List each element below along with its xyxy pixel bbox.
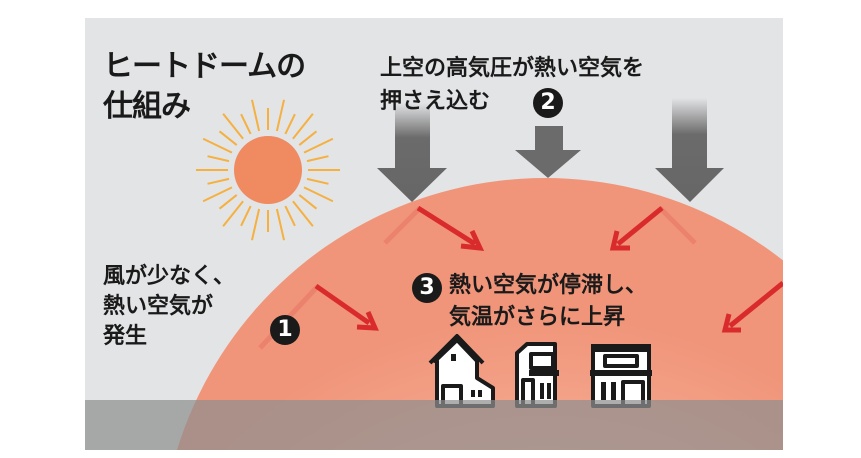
sun-ray — [275, 208, 285, 241]
heat-arrow-icon — [383, 206, 422, 245]
sun-ray — [303, 137, 334, 154]
houses-icon — [428, 334, 652, 408]
arrowhead-icon — [609, 230, 630, 251]
arrowhead-icon — [721, 313, 741, 333]
heat-arrow-icon — [314, 283, 371, 326]
high-pressure-arrows — [377, 98, 724, 202]
sun-ray — [222, 200, 244, 227]
sun-ray — [251, 99, 261, 132]
sun-ray — [202, 186, 233, 203]
heat-arrow-icon — [416, 205, 477, 247]
heat-arrow-icon — [728, 281, 783, 328]
arrowhead-icon — [460, 229, 485, 251]
sun-ray — [218, 194, 238, 210]
step1-badge: 1 — [270, 315, 300, 345]
step1-text-line3: 発生 — [103, 324, 148, 349]
sun-ray — [240, 205, 252, 227]
diagram-title-line1: ヒートドームの — [103, 49, 306, 84]
heat-arrow-icon — [658, 206, 697, 245]
sun-ray — [284, 113, 296, 135]
sun-icon — [196, 99, 340, 241]
diagram-artwork — [85, 98, 783, 450]
sun-ray — [222, 113, 244, 140]
heat-dome-diagram: ヒートドームの 仕組み 上空の高気圧が熱い空気を 押さえ込む 2 風が少なく、 … — [85, 18, 783, 450]
down-arrow-icon — [655, 98, 724, 202]
sun-ray — [292, 113, 314, 140]
step1-text-line2: 熱い空気が — [103, 294, 214, 319]
step3-text-line1: 熱い空気が停滞し、 — [449, 273, 648, 298]
sun-ray — [298, 130, 318, 146]
sun-ray — [275, 99, 285, 132]
step2-text-line1: 上空の高気圧が熱い空気を — [380, 56, 645, 81]
sun-ray — [207, 155, 230, 163]
step3-badge: 3 — [412, 273, 442, 303]
sun-ray — [292, 200, 314, 227]
sun-ray — [303, 186, 334, 203]
sun-ray — [207, 177, 230, 185]
step3-text-line2: 気温がさらに上昇 — [449, 305, 626, 330]
sun-ray — [240, 113, 252, 135]
step1-text-line1: 風が少なく、 — [103, 264, 236, 289]
sun-ray — [284, 205, 296, 227]
step2-badge: 2 — [533, 88, 563, 118]
step2-text-line2: 押さえ込む — [380, 89, 491, 114]
sun-ray — [202, 137, 233, 154]
sun-ray — [218, 130, 238, 146]
sun-ray — [251, 208, 261, 241]
diagram-title-line2: 仕組み — [103, 89, 191, 124]
sun-ray — [306, 177, 329, 185]
down-arrow-icon — [515, 126, 581, 178]
down-arrow-icon — [377, 103, 447, 202]
ground — [85, 400, 783, 450]
heat-arrow-icon — [616, 206, 664, 246]
sun-ray — [306, 155, 329, 163]
arrowhead-icon — [356, 310, 379, 331]
sun-ray — [298, 194, 318, 210]
